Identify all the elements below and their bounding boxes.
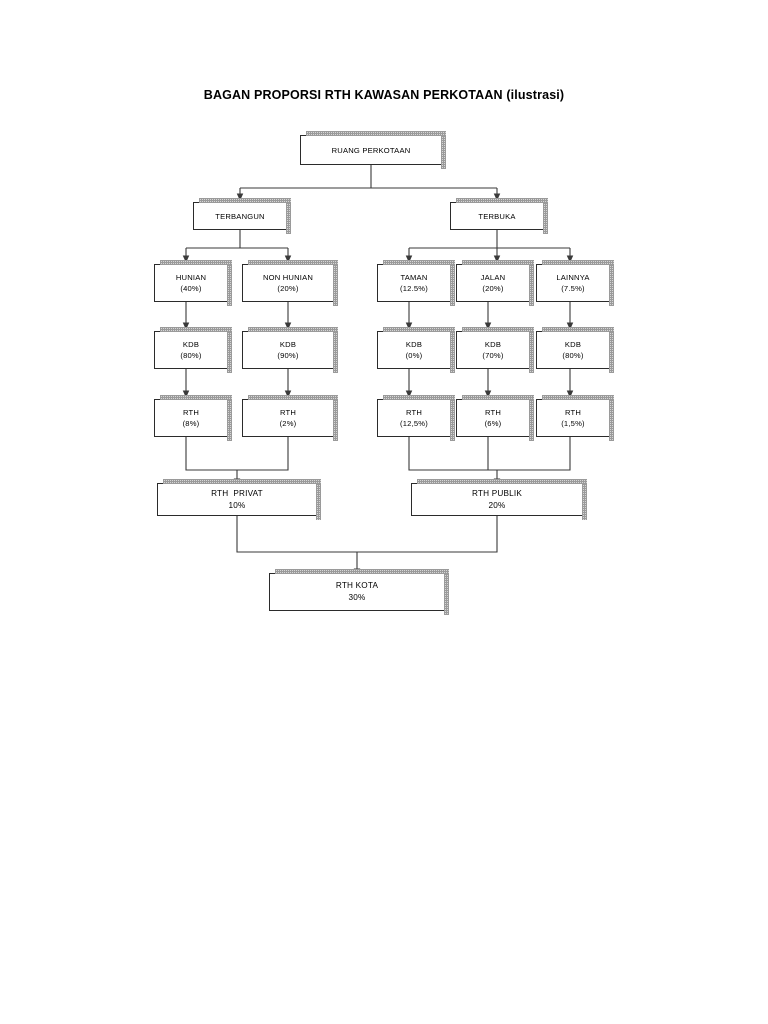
edge-terbangun-to-children [182,230,292,263]
node-kdb-taman[interactable]: KDB (0%) [377,327,455,373]
node-value: (12,5%) [400,419,428,428]
node-value: 10% [228,500,246,510]
node-value: (20%) [482,284,504,293]
node-value: (40%) [180,284,202,293]
node-label: RTH PRIVAT [211,488,263,498]
node-label: RUANG PERKOTAAN [331,145,411,155]
node-kdb-non-hunian[interactable]: KDB (90%) [242,327,338,373]
node-rth-non-hunian[interactable]: RTH (2%) [242,395,338,441]
node-label: KDB [182,340,200,349]
node-non-hunian[interactable]: NON HUNIAN (20%) [242,260,338,306]
node-kdb-jalan[interactable]: KDB (70%) [456,327,534,373]
node-jalan[interactable]: JALAN (20%) [456,260,534,306]
node-hunian[interactable]: HUNIAN (40%) [154,260,232,306]
node-ruang-perkotaan[interactable]: RUANG PERKOTAAN [300,131,446,169]
page-title: BAGAN PROPORSI RTH KAWASAN PERKOTAAN (il… [203,88,565,102]
node-value: 30% [348,593,366,602]
node-terbangun[interactable]: TERBANGUN [193,198,291,234]
node-lainnya[interactable]: LAINNYA (7.5%) [536,260,614,306]
node-label: KDB [279,340,297,349]
edge-kdb-to-rth [182,369,574,398]
node-kdb-hunian[interactable]: KDB (80%) [154,327,232,373]
edge-level3-to-kdb [182,302,574,330]
node-label: RTH [564,408,582,417]
node-value: 20% [488,500,506,510]
node-label: NON HUNIAN [262,273,314,282]
node-label: HUNIAN [175,273,207,282]
node-terbuka[interactable]: TERBUKA [450,198,548,234]
node-rth-publik[interactable]: RTH PUBLIK 20% [411,479,587,520]
node-value: (0%) [405,351,423,360]
node-value: (1,5%) [561,419,585,428]
node-value: (90%) [277,351,299,360]
edge-terbuka-to-children [405,230,574,263]
node-label: TERBUKA [478,211,516,221]
node-value: (2%) [279,419,297,428]
node-label: RTH PUBLIK [471,488,523,498]
node-label: RTH [279,408,297,417]
node-label: RTH [484,408,502,417]
node-rth-privat[interactable]: RTH PRIVAT 10% [157,479,321,520]
edge-rth-to-publik [408,437,571,486]
node-value: (12.5%) [400,284,428,293]
node-value: (80%) [180,351,202,360]
node-label: TAMAN [400,273,428,282]
node-label: KDB [564,340,582,349]
node-value: (8%) [182,419,200,428]
node-value: (7.5%) [561,284,585,293]
node-rth-jalan[interactable]: RTH (6%) [456,395,534,441]
node-label: JALAN [480,273,506,282]
node-rth-lainnya[interactable]: RTH (1,5%) [536,395,614,441]
node-label: LAINNYA [556,273,590,282]
node-value: (20%) [277,284,299,293]
node-value: (70%) [482,351,504,360]
node-label: KDB [405,340,423,349]
node-rth-kota[interactable]: RTH KOTA 30% [269,569,449,615]
node-label: TERBANGUN [215,211,265,221]
node-value: (6%) [484,419,502,428]
node-label: KDB [484,340,502,349]
node-kdb-lainnya[interactable]: KDB (80%) [536,327,614,373]
edge-rth-to-privat [185,437,289,486]
node-label: RTH [182,408,200,417]
node-taman[interactable]: TAMAN (12.5%) [377,260,455,306]
node-rth-taman[interactable]: RTH (12,5%) [377,395,455,441]
edge-summary-to-kota [236,515,498,576]
node-label: RTH KOTA [335,581,379,591]
edge-root-to-level2 [236,165,501,201]
node-label: RTH [405,408,423,417]
node-rth-hunian[interactable]: RTH (8%) [154,395,232,441]
node-value: (80%) [562,351,584,360]
